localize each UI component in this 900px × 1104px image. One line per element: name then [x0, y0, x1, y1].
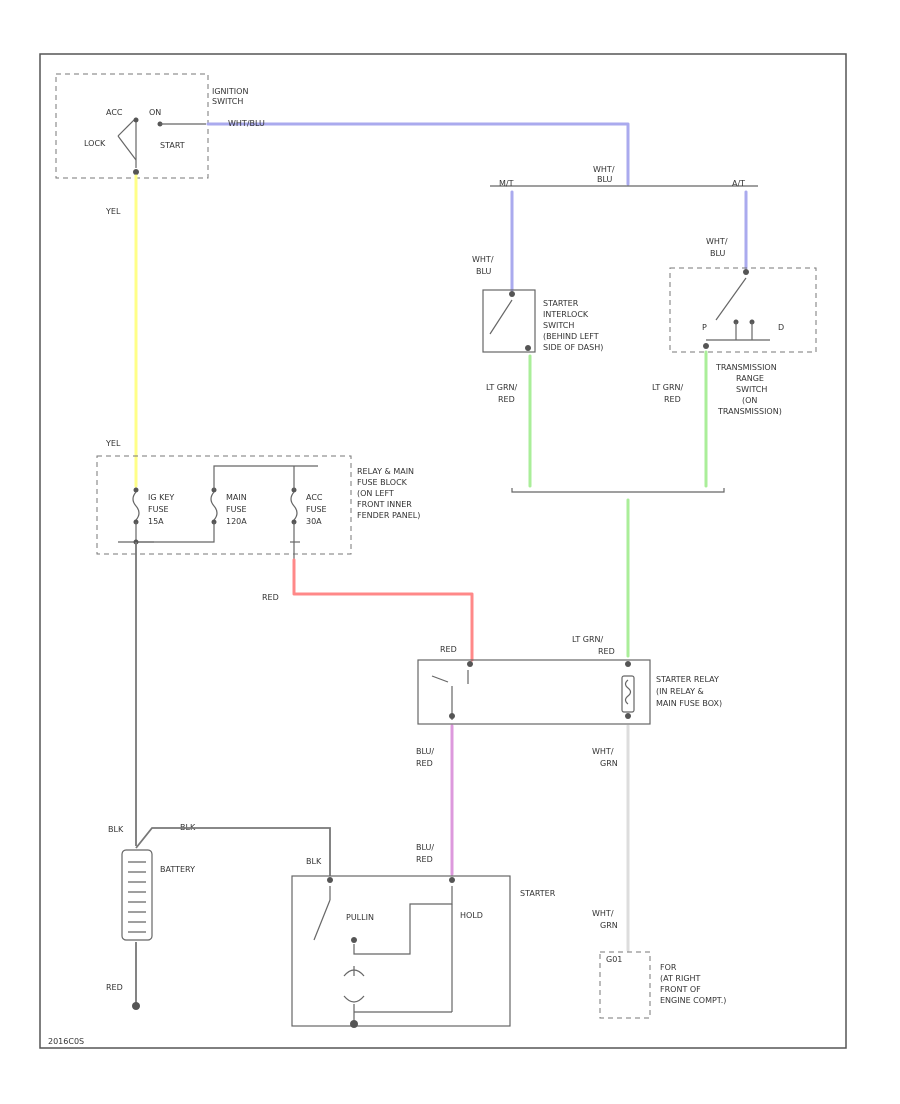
trans-label-5: TRANSMISSION)	[717, 407, 782, 416]
starter-hold: HOLD	[460, 911, 483, 920]
transmission-range-switch: WHT/ BLU P D TRANSMISSION RANGE SWITCH (…	[669, 237, 817, 416]
fuse-block-label-4: FRONT INNER	[357, 500, 412, 509]
starter: STARTER BLK PULLIN HOLD	[291, 857, 556, 1028]
fuse-block-label-5: FENDER PANEL)	[357, 511, 420, 520]
fuse-block-label-2: FUSE BLOCK	[357, 478, 408, 487]
starter-pullin: PULLIN	[346, 913, 374, 922]
ground-label-4: ENGINE COMPT.)	[660, 996, 726, 1005]
fuse3-b: FUSE	[306, 505, 327, 514]
label-at: A/T	[732, 179, 745, 188]
blu-red-1b: RED	[416, 759, 433, 768]
battery: BATTERY BLK BLK RED	[106, 542, 331, 1010]
ignition-label-2: SWITCH	[212, 97, 243, 106]
label-mt: M/T	[499, 179, 514, 188]
relay-red-label: RED	[440, 645, 457, 654]
trans-wire-blu: BLU	[710, 249, 726, 258]
blu-red-1a: BLU/	[416, 747, 434, 756]
starter-label: STARTER	[520, 889, 556, 898]
ignition-on: ON	[149, 108, 161, 117]
wire-label-wht-top-1: WHT/	[593, 165, 615, 174]
footer-code: 2016C0S	[48, 1037, 84, 1046]
interlock-label-4: (BEHIND LEFT	[543, 332, 599, 341]
wire-label-yel-top: YEL	[105, 207, 121, 216]
wire-wht-blu: WHT/BLU	[206, 119, 630, 186]
blu-red-2b: RED	[416, 855, 433, 864]
interlock-label-5: SIDE OF DASH)	[543, 343, 603, 352]
lt-grn-right-2: RED	[664, 395, 681, 404]
ignition-lock: LOCK	[84, 139, 106, 148]
ground-point: G01 FOR (AT RIGHT FRONT OF ENGINE COMPT.…	[599, 951, 726, 1019]
fuse-block-label-3: (ON LEFT	[357, 489, 394, 498]
wire-label-blu-top-2: BLU	[597, 175, 613, 184]
ignition-switch: IGNITION SWITCH ACC ON LOCK START	[55, 73, 248, 179]
starter-relay-label-2: (IN RELAY &	[656, 687, 704, 696]
fuse3-c: 30A	[306, 517, 322, 526]
interlock-label-1: STARTER	[543, 299, 579, 308]
fuse1-b: FUSE	[148, 505, 169, 514]
wire-label-red: RED	[262, 593, 279, 602]
wire-lt-grn-red-switches: LT GRN/ RED LT GRN/ RED	[486, 350, 725, 658]
lt-grn-right-1: LT GRN/	[652, 383, 684, 392]
ground-label-2: (AT RIGHT	[660, 974, 701, 983]
wire-label-wht-blu-top: WHT/BLU	[228, 119, 265, 128]
interlock-label-2: INTERLOCK	[543, 310, 589, 319]
blu-red-2a: BLU/	[416, 843, 434, 852]
wire-red	[292, 558, 474, 662]
wire-red: RED	[262, 558, 474, 662]
starter-blk-label: BLK	[306, 857, 322, 866]
wire-yel: YEL YEL	[105, 174, 138, 488]
starter-relay-label-3: MAIN FUSE BOX)	[656, 699, 722, 708]
trans-label-3: SWITCH	[736, 385, 767, 394]
starter-relay-label-1: STARTER RELAY	[656, 675, 719, 684]
ignition-label-1: IGNITION	[212, 87, 248, 96]
ignition-start: START	[160, 141, 185, 150]
trans-label-1: TRANSMISSION	[715, 363, 777, 372]
starter-relay: RED LT GRN/ RED STARTER RELAY (IN RELAY …	[417, 635, 722, 725]
ground-label-3: FRONT OF	[660, 985, 701, 994]
fuse2-c: 120A	[226, 517, 247, 526]
relay-main-fuse-block: IG KEY FUSE 15A MAIN FUSE 120A ACC FUSE …	[96, 455, 420, 560]
trans-label-2: RANGE	[736, 374, 764, 383]
trans-label-4: (ON	[742, 396, 757, 405]
wire-label-yel-mid: YEL	[105, 439, 121, 448]
lt-grn-left-1: LT GRN/	[486, 383, 518, 392]
fuse1-a: IG KEY	[148, 493, 174, 502]
wht-grn-2a: WHT/	[592, 909, 614, 918]
interlock-wire-wht: WHT/	[472, 255, 494, 264]
fuse2-b: FUSE	[226, 505, 247, 514]
wht-grn-1a: WHT/	[592, 747, 614, 756]
fuse3-a: ACC	[306, 493, 323, 502]
relay-lt-grn-1: LT GRN/	[572, 635, 604, 644]
trans-label-p: P	[702, 323, 707, 332]
interlock-label-3: SWITCH	[543, 321, 574, 330]
battery-label: BATTERY	[160, 865, 195, 874]
battery-red-label: RED	[106, 983, 123, 992]
relay-lt-grn-2: RED	[598, 647, 615, 656]
top-bus: WHT/ BLU M/T A/T	[490, 165, 758, 292]
interlock-wire-blu: BLU	[476, 267, 492, 276]
trans-wire-wht: WHT/	[706, 237, 728, 246]
wht-grn-2b: GRN	[600, 921, 618, 930]
fuse2-a: MAIN	[226, 493, 247, 502]
trans-label-d: D	[778, 323, 784, 332]
ignition-acc: ACC	[106, 108, 123, 117]
wire-blu-red: BLU/ RED BLU/ RED	[416, 724, 454, 876]
wht-grn-1b: GRN	[600, 759, 618, 768]
starter-interlock-switch: WHT/ BLU STARTER INTERLOCK SWITCH (BEHIN…	[472, 255, 603, 353]
wire-whtblu-top	[206, 122, 630, 186]
lt-grn-left-2: RED	[498, 395, 515, 404]
battery-blk-left: BLK	[108, 825, 124, 834]
diagram-frame	[39, 53, 847, 1049]
fuse1-c: 15A	[148, 517, 164, 526]
wire-wht-grn: WHT/ GRN WHT/ GRN	[592, 724, 630, 952]
ground-label-1: FOR	[660, 963, 677, 972]
fuse-block-label-1: RELAY & MAIN	[357, 467, 414, 476]
ground-id: G01	[606, 955, 622, 964]
